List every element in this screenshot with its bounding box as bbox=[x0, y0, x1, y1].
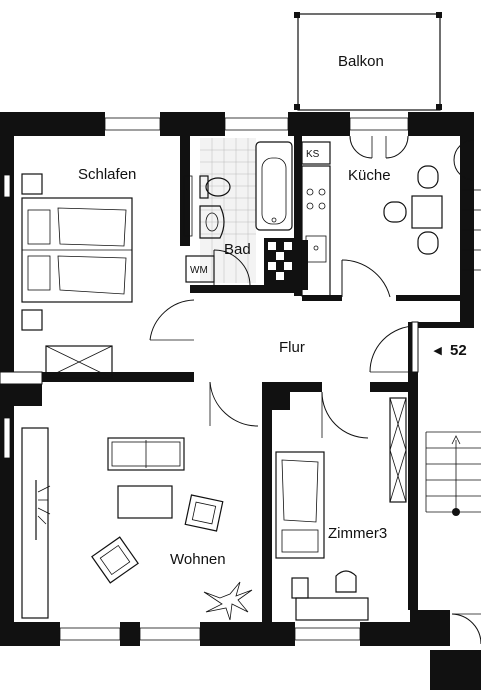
plant bbox=[203, 581, 253, 621]
nightstand bbox=[21, 309, 43, 331]
nightstand bbox=[21, 173, 43, 195]
washing-machine-label: WM bbox=[190, 265, 208, 276]
room-label-kueche: Küche bbox=[348, 167, 391, 184]
room-kueche: KS Küche bbox=[301, 135, 475, 298]
fridge-label: KS bbox=[306, 149, 320, 160]
room-label-flur: Flur bbox=[279, 339, 305, 356]
armchair bbox=[184, 494, 224, 532]
washbasin bbox=[199, 205, 225, 239]
dining-table bbox=[411, 195, 443, 229]
room-label-bad: Bad bbox=[224, 241, 251, 258]
bathroom-tiles bbox=[200, 138, 256, 283]
room-label-schlafen: Schlafen bbox=[78, 166, 136, 183]
stairwell bbox=[425, 189, 481, 690]
sofa bbox=[107, 437, 185, 471]
bathtub bbox=[255, 141, 293, 231]
tv-cabinet bbox=[21, 427, 49, 619]
unit-marker-arrow: ◂ bbox=[433, 342, 442, 359]
installation-shaft bbox=[264, 238, 298, 290]
balcony bbox=[294, 12, 442, 111]
coffee-table bbox=[117, 485, 173, 519]
unit-marker: ◂ 52 bbox=[433, 342, 467, 359]
kitchen-sink bbox=[305, 235, 327, 263]
room-flur: Flur bbox=[149, 299, 419, 439]
desk-chair bbox=[335, 570, 357, 593]
kitchen-counter bbox=[301, 165, 331, 297]
room-wohnen: Wohnen bbox=[3, 417, 253, 621]
room-label-zimmer3: Zimmer3 bbox=[328, 525, 387, 542]
armchair bbox=[91, 536, 139, 584]
chair bbox=[383, 201, 407, 223]
room-label-balkon: Balkon bbox=[338, 53, 384, 70]
fridge bbox=[301, 141, 331, 165]
toilet bbox=[199, 175, 231, 199]
room-label-wohnen: Wohnen bbox=[170, 551, 226, 568]
room-schlafen: Schlafen bbox=[3, 166, 136, 379]
wardrobe bbox=[389, 397, 407, 503]
interior-walls bbox=[0, 136, 474, 622]
chair bbox=[417, 165, 439, 189]
room-bad: WM Bad bbox=[183, 138, 298, 290]
stove bbox=[306, 188, 326, 210]
outer-walls bbox=[0, 112, 474, 646]
desk bbox=[295, 597, 369, 621]
wardrobe bbox=[45, 345, 113, 379]
room-zimmer3: Zimmer3 bbox=[275, 397, 407, 621]
single-bed bbox=[275, 451, 325, 559]
chair bbox=[417, 231, 439, 255]
unit-number: 52 bbox=[450, 342, 467, 359]
